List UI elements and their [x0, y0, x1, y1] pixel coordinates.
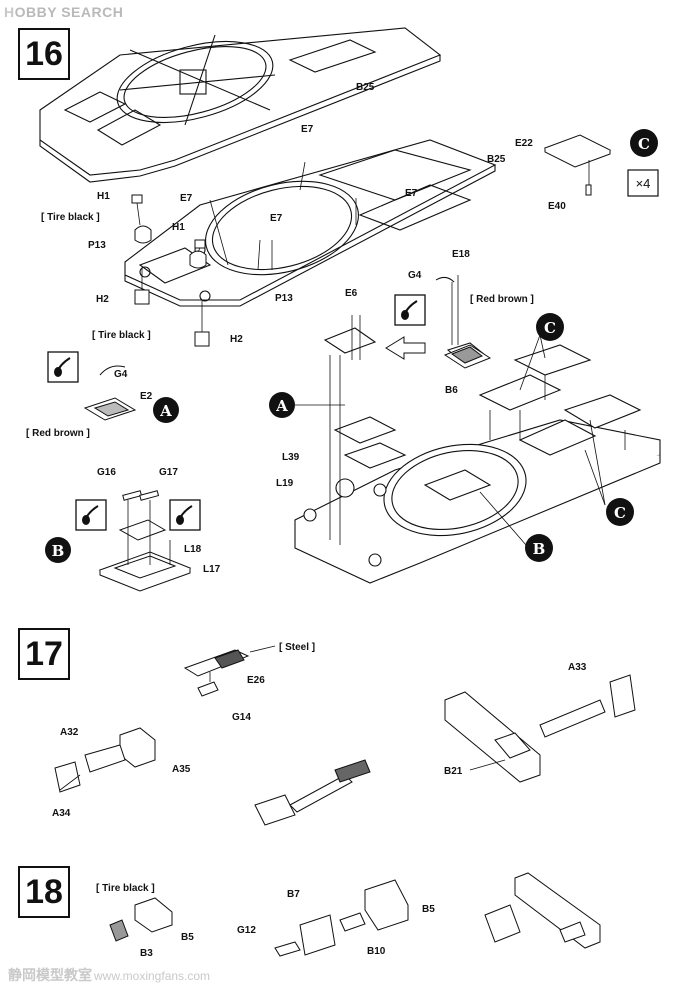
- label-a32: A32: [60, 727, 79, 738]
- label-h2-left: H2: [96, 294, 109, 305]
- step-16-box: 16: [18, 28, 70, 80]
- h-leader-lines: [136, 161, 357, 332]
- label-h1-mid: H1: [172, 222, 185, 233]
- a35-bracket-part: [54, 727, 156, 793]
- b3-b5-small-part: [109, 897, 173, 942]
- label-e40: E40: [548, 201, 566, 212]
- e22-plate: [543, 134, 612, 196]
- note-steel: [ Steel ]: [279, 642, 315, 653]
- marker-a-left-letter: A: [159, 402, 172, 420]
- step-18-box: 18: [18, 866, 70, 918]
- sub-assembly-b: [98, 490, 192, 592]
- label-h2-right: H2: [230, 334, 243, 345]
- b7-b5-b10-assembly: [274, 879, 409, 957]
- logo-text: OBBY SEARCH: [14, 4, 124, 20]
- label-e6: E6: [345, 288, 358, 299]
- marker-c-right-lower-letter: C: [614, 504, 626, 522]
- label-g4-right: G4: [408, 270, 422, 281]
- label-b21: B21: [444, 766, 463, 777]
- label-e7-top: E7: [301, 124, 314, 135]
- center-assembly-17: [254, 759, 371, 826]
- label-a34: A34: [52, 808, 71, 819]
- multiplier-text: ×4: [636, 176, 651, 191]
- h1-p13-upper-group: [131, 194, 210, 347]
- watermark-text: 静岡模型教室: [8, 967, 92, 983]
- paint-icon-left-b1: [75, 499, 107, 531]
- label-h1-top: H1: [97, 191, 110, 202]
- label-p13-left: P13: [88, 240, 106, 251]
- label-e26: E26: [247, 675, 265, 686]
- marker-c-right-upper-letter: C: [544, 319, 556, 337]
- rear-deck-assembly: [294, 327, 661, 584]
- step-16-number: 16: [25, 34, 63, 73]
- label-e2: E2: [140, 391, 153, 402]
- marker-b-right-letter: B: [533, 540, 546, 558]
- label-e22: E22: [515, 138, 533, 149]
- label-b6: B6: [445, 385, 458, 396]
- label-g4-left: G4: [114, 369, 128, 380]
- hull-top-plate-main: [124, 139, 497, 307]
- label-e7-left: E7: [180, 193, 193, 204]
- label-b5-left: B5: [181, 932, 194, 943]
- label-l18: L18: [184, 544, 202, 555]
- hull-top-plate-upper: [39, 27, 442, 183]
- paint-icon-right-b6: [394, 294, 426, 326]
- e26-g14-part: [183, 645, 276, 697]
- watermark-url: www.moxingfans.com: [94, 969, 211, 983]
- marker-b-right: B: [525, 534, 553, 562]
- note-tire-black-top: [ Tire black ]: [41, 212, 100, 223]
- label-g16: G16: [97, 467, 116, 478]
- b21-a33-assembly: [444, 674, 636, 783]
- label-a33: A33: [568, 662, 587, 673]
- marker-leader-lines: [295, 334, 606, 546]
- label-b10: B10: [367, 946, 386, 957]
- label-g17: G17: [159, 467, 178, 478]
- marker-c-right-upper: C: [536, 313, 564, 341]
- marker-c-top-letter: C: [638, 135, 650, 153]
- marker-c-top: C: [630, 129, 658, 157]
- label-g14: G14: [232, 712, 251, 723]
- label-l39: L39: [282, 452, 300, 463]
- label-b5-right: B5: [422, 904, 435, 915]
- b6-plate: [435, 276, 492, 369]
- label-b3: B3: [140, 948, 153, 959]
- final-assembly-18: [484, 872, 601, 949]
- step-17-number: 17: [25, 634, 63, 673]
- label-l17: L17: [203, 564, 221, 575]
- label-b25-upper: B25: [356, 82, 375, 93]
- direction-arrow-left: [385, 336, 426, 360]
- label-b25-main: B25: [487, 154, 506, 165]
- marker-a-right: A: [269, 392, 295, 418]
- sub-assembly-a-e2: [83, 365, 137, 421]
- label-p13-right: P13: [275, 293, 293, 304]
- paint-icon-left-a: [47, 351, 79, 383]
- marker-b-left-letter: B: [52, 542, 65, 560]
- sub-b-leader-lines: [127, 500, 171, 565]
- marker-a-right-letter: A: [275, 397, 288, 415]
- hobby-search-logo: HOBBY SEARCH: [4, 4, 123, 20]
- rear-deck-leader-lines: [329, 275, 626, 545]
- label-e18: E18: [452, 249, 470, 260]
- logo-mark: H: [4, 4, 15, 20]
- multiplier-box: ×4: [627, 169, 659, 197]
- marker-b-left: B: [45, 537, 71, 563]
- note-red-brown-left: [ Red brown ]: [26, 428, 90, 439]
- label-e7-center: E7: [270, 213, 283, 224]
- note-red-brown-right: [ Red brown ]: [470, 294, 534, 305]
- label-a35: A35: [172, 764, 191, 775]
- marker-a-left: A: [153, 397, 179, 423]
- label-b7: B7: [287, 889, 300, 900]
- label-g12: G12: [237, 925, 256, 936]
- label-l19: L19: [276, 478, 294, 489]
- marker-c-right-lower: C: [606, 498, 634, 526]
- note-tire-black-mid: [ Tire black ]: [92, 330, 151, 341]
- note-tire-black-step18: [ Tire black ]: [96, 883, 155, 894]
- label-e7-right: E7: [405, 188, 418, 199]
- paint-icon-left-b2: [169, 499, 201, 531]
- step-18-number: 18: [25, 872, 63, 911]
- step-17-box: 17: [18, 628, 70, 680]
